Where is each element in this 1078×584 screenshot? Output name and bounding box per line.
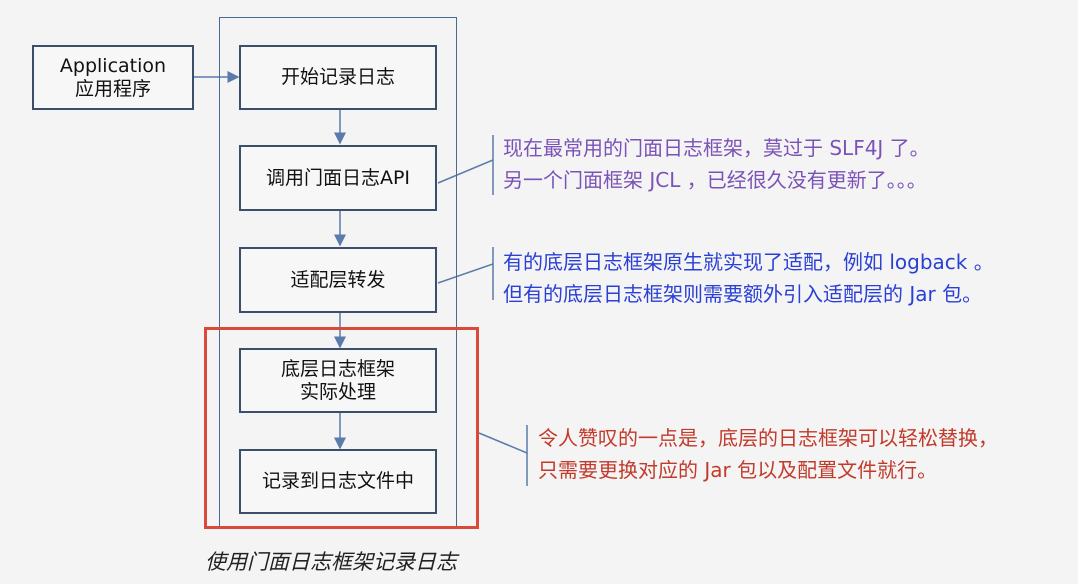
- note-adapter-line1: 有的底层日志框架原生就实现了适配，例如 logback 。: [503, 250, 994, 274]
- note-facade-line1: 现在最常用的门面日志框架，莫过于 SLF4J 了。: [503, 136, 930, 160]
- note-facade: 现在最常用的门面日志框架，莫过于 SLF4J 了。 另一个门面框架 JCL ，已…: [503, 132, 930, 196]
- step-label-2: 实际处理: [299, 380, 376, 403]
- note-impl: 令人赞叹的一点是，底层的日志框架可以轻松替换， 只需要更换对应的 Jar 包以及…: [538, 422, 998, 486]
- application-box: Application 应用程序: [32, 45, 194, 110]
- step-label: 适配层转发: [290, 268, 386, 291]
- note-facade-line2: 另一个门面框架 JCL ，已经很久没有更新了。。。: [503, 168, 927, 192]
- note-adapter: 有的底层日志框架原生就实现了适配，例如 logback 。 但有的底层日志框架则…: [503, 246, 994, 310]
- step-label: 调用门面日志API: [265, 166, 411, 189]
- step-start-logging: 开始记录日志: [239, 45, 437, 110]
- note-impl-line2: 只需要更换对应的 Jar 包以及配置文件就行。: [538, 458, 938, 482]
- step-call-facade-api: 调用门面日志API: [239, 145, 437, 211]
- step-label: 记录到日志文件中: [261, 470, 414, 493]
- application-label-en: Application: [59, 54, 167, 77]
- step-adapter-forward: 适配层转发: [239, 247, 437, 313]
- note-adapter-line2: 但有的底层日志框架则需要额外引入适配层的 Jar 包。: [503, 282, 983, 306]
- application-label-zh: 应用程序: [74, 77, 151, 100]
- step-write-log-file: 记录到日志文件中: [239, 449, 437, 514]
- highlight-frame: [204, 327, 479, 529]
- note-impl-line1: 令人赞叹的一点是，底层的日志框架可以轻松替换，: [538, 426, 998, 450]
- diagram-caption: 使用门面日志框架记录日志: [205, 550, 457, 574]
- callout-line-impl: [478, 425, 528, 455]
- step-label: 底层日志框架: [280, 357, 395, 380]
- step-label: 开始记录日志: [280, 66, 395, 89]
- step-underlying-framework: 底层日志框架 实际处理: [239, 348, 437, 413]
